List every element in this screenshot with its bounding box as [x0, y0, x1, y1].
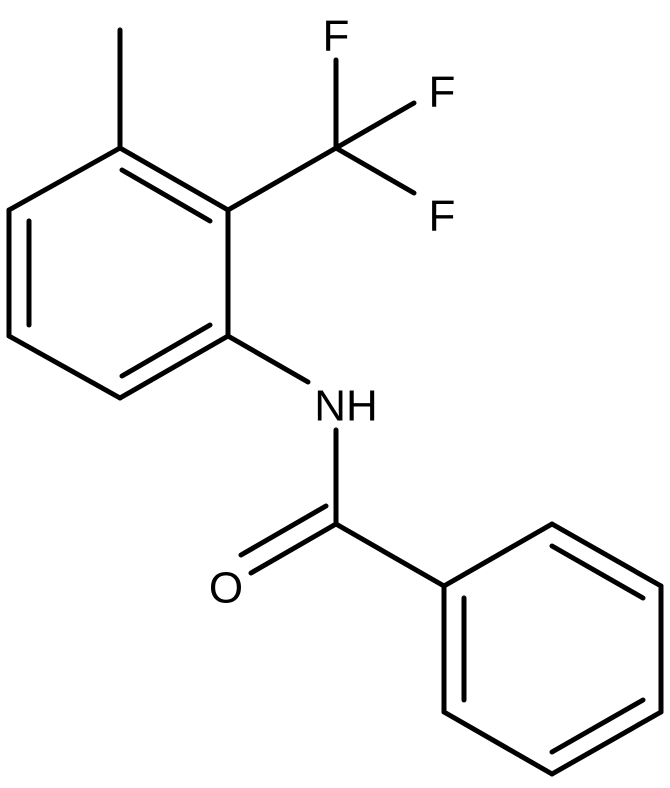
- ring2-bond-1: [441, 521, 555, 589]
- aryl-n-bond: [225, 333, 311, 385]
- carbonyl-phenyl-bond: [333, 521, 447, 589]
- carbonyl-double-bond-a: [248, 521, 339, 576]
- ring2-bond-5: [441, 709, 555, 777]
- carbonyl-double-bond-b: [238, 503, 329, 558]
- ring2-bond-4: [549, 709, 664, 777]
- atom-label-o: O: [209, 564, 243, 613]
- atom-label-f-top: F: [323, 12, 350, 61]
- ring2-bond-2: [549, 521, 664, 589]
- ring1-bond-4: [6, 333, 123, 401]
- ring1-bond-3-inner: [119, 322, 213, 379]
- atom-label-f-bottom: F: [429, 192, 456, 241]
- ring2-bond-2-inner: [549, 543, 646, 601]
- atom-label-nh: NH: [314, 382, 378, 431]
- ring1-bond-6: [6, 145, 123, 213]
- ring1-bond-3: [117, 333, 231, 401]
- atom-label-f-right: F: [429, 68, 456, 117]
- ring1-bond-1-inner: [119, 167, 213, 224]
- cf3-bond: [225, 145, 339, 213]
- ring1-bond-1: [117, 145, 231, 213]
- cf-bond-bottom: [333, 145, 417, 196]
- cf-bond-right: [333, 100, 417, 151]
- ring2-bond-4-inner: [549, 697, 646, 755]
